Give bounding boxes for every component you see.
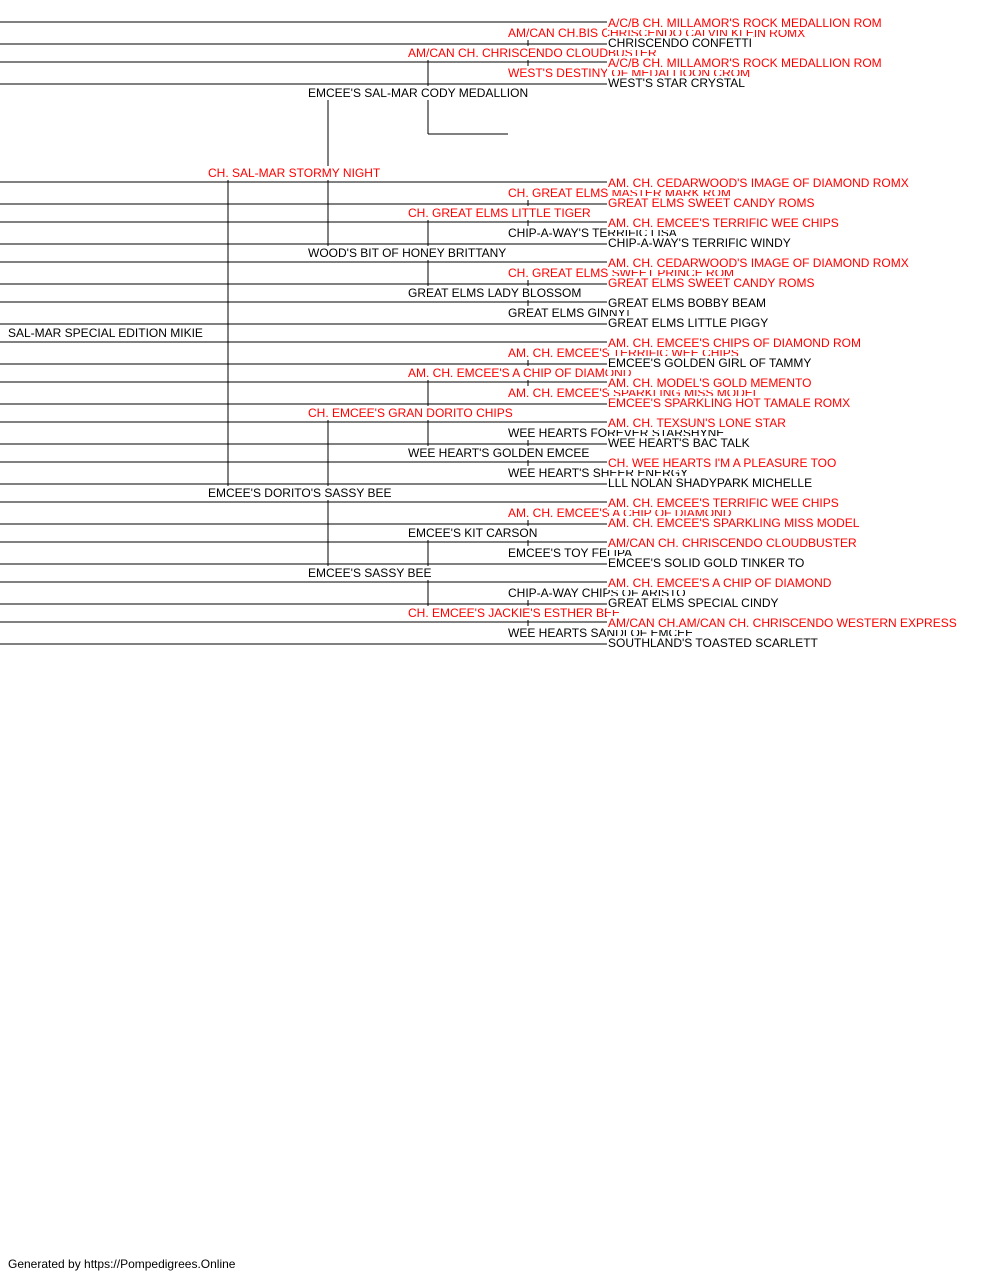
name-backing	[607, 496, 840, 510]
ancestor-name: SOUTHLAND'S TOASTED SCARLETT	[608, 636, 819, 650]
ancestor-name: AM. CH. EMCEE'S TERRIFIC WEE CHIPS	[608, 216, 839, 230]
ancestor-name: CH. EMCEE'S JACKIE'S ESTHER BEE	[408, 606, 620, 620]
name-backing	[607, 416, 788, 430]
name-backing	[607, 576, 833, 590]
name-backing	[607, 16, 883, 30]
name-backing	[407, 206, 593, 220]
ancestor-name: AM. CH. EMCEE'S A CHIP OF DIAMOND	[408, 366, 632, 380]
name-backing	[607, 36, 753, 50]
ancestor-name: WOOD'S BIT OF HONEY BRITTANY	[308, 246, 506, 260]
name-backing	[307, 86, 530, 100]
ancestor-names: SAL-MAR SPECIAL EDITION MIKIE CH. SAL-MAR…	[7, 16, 958, 650]
name-backing	[607, 176, 910, 190]
name-backing	[507, 546, 634, 560]
name-backing	[607, 516, 861, 530]
subject-dog-name: SAL-MAR SPECIAL EDITION MIKIE	[8, 326, 203, 340]
name-backing	[607, 456, 838, 470]
name-backing	[607, 256, 910, 270]
name-backing	[607, 276, 816, 290]
name-backing	[407, 446, 591, 460]
name-backing	[607, 636, 820, 650]
name-backing	[407, 286, 583, 300]
ancestor-name: CH. GREAT ELMS LITTLE TIGER	[408, 206, 591, 220]
name-backing	[7, 326, 204, 340]
ancestor-name: AM/CAN CH. CHRISCENDO CLOUDBUSTER	[608, 536, 857, 550]
name-backing	[507, 306, 627, 320]
ancestor-name: CH. SAL-MAR STORMY NIGHT	[208, 166, 381, 180]
ancestor-name: WEST'S STAR CRYSTAL	[608, 76, 745, 90]
ancestor-name: EMCEE'S SOLID GOLD TINKER TO	[608, 556, 804, 570]
ancestor-name: AM. CH. EMCEE'S A CHIP OF DIAMOND	[608, 576, 832, 590]
ancestor-name: GREAT ELMS SPECIAL CINDY	[608, 596, 779, 610]
name-backing	[607, 476, 814, 490]
ancestor-name: AM. CH. CEDARWOOD'S IMAGE OF DIAMOND ROM…	[608, 256, 909, 270]
ancestor-name: GREAT ELMS LITTLE PIGGY	[608, 316, 768, 330]
ancestor-name: EMCEE'S GOLDEN GIRL OF TAMMY	[608, 356, 811, 370]
name-backing	[407, 46, 659, 60]
ancestor-name: GREAT ELMS SWEET CANDY ROMS	[608, 276, 814, 290]
ancestor-name: AM. CH. EMCEE'S TERRIFIC WEE CHIPS	[608, 496, 839, 510]
name-backing	[207, 166, 382, 180]
ancestor-name: LLL NOLAN SHADYPARK MICHELLE	[608, 476, 812, 490]
name-backing	[307, 246, 508, 260]
name-backing	[207, 486, 393, 500]
ancestor-name: AM. CH. EMCEE'S CHIPS OF DIAMOND ROM	[608, 336, 861, 350]
ancestor-name: AM. CH. TEXSUN'S LONE STAR	[608, 416, 786, 430]
ancestor-name: CHRISCENDO CONFETTI	[608, 36, 752, 50]
ancestor-name: CHIP-A-WAY'S TERRIFIC WINDY	[608, 236, 791, 250]
ancestor-name: AM. CH. MODEL'S GOLD MEMENTO	[608, 376, 811, 390]
name-backing	[407, 366, 633, 380]
name-backing	[607, 196, 816, 210]
name-backing	[607, 596, 780, 610]
name-backing	[607, 56, 883, 70]
ancestor-name: CH. EMCEE'S GRAN DORITO CHIPS	[308, 406, 513, 420]
ancestor-name: CH. WEE HEARTS I'M A PLEASURE TOO	[608, 456, 836, 470]
name-backing	[607, 316, 770, 330]
ancestor-name: EMCEE'S SAL-MAR CODY MEDALLION	[308, 86, 528, 100]
name-backing	[407, 526, 539, 540]
ancestor-name: EMCEE'S DORITO'S SASSY BEE	[208, 486, 392, 500]
ancestor-name: WEE HEART'S BAC TALK	[608, 436, 750, 450]
name-backing	[607, 296, 768, 310]
ancestor-name: A/C/B CH. MILLAMOR'S ROCK MEDALLION ROM	[608, 56, 882, 70]
ancestor-name: AM. CH. CEDARWOOD'S IMAGE OF DIAMOND ROM…	[608, 176, 909, 190]
name-backing	[607, 536, 859, 550]
name-backing	[607, 556, 806, 570]
name-backing	[407, 606, 621, 620]
ancestor-name: AM/CAN CH. CHRISCENDO CLOUDBUSTER	[408, 46, 657, 60]
name-backing	[607, 436, 751, 450]
ancestor-name: GREAT ELMS GINNY	[508, 306, 626, 320]
ancestor-name: WEE HEART'S GOLDEN EMCEE	[408, 446, 589, 460]
ancestor-name: AM. CH. EMCEE'S SPARKLING MISS MODEL	[608, 516, 860, 530]
name-backing	[307, 566, 433, 580]
name-backing	[307, 406, 514, 420]
name-backing	[607, 616, 958, 630]
name-backing	[607, 336, 862, 350]
name-backing	[607, 376, 813, 390]
generated-by-footer: Generated by https://Pompedigrees.Online	[8, 1257, 236, 1271]
name-backing	[607, 356, 813, 370]
name-backing	[607, 396, 852, 410]
ancestor-name: EMCEE'S KIT CARSON	[408, 526, 537, 540]
ancestor-name: EMCEE'S SPARKLING HOT TAMALE ROMX	[608, 396, 850, 410]
ancestor-name: GREAT ELMS SWEET CANDY ROMS	[608, 196, 814, 210]
ancestor-name: EMCEE'S TOY FELIPA	[508, 546, 632, 560]
ancestor-name: A/C/B CH. MILLAMOR'S ROCK MEDALLION ROM	[608, 16, 882, 30]
ancestor-name: GREAT ELMS BOBBY BEAM	[608, 296, 766, 310]
ancestor-name: EMCEE'S SASSY BEE	[308, 566, 431, 580]
name-backing	[607, 236, 792, 250]
ancestor-name: AM/CAN CH.AM/CAN CH. CHRISCENDO WESTERN …	[608, 616, 957, 630]
name-backing	[607, 216, 840, 230]
name-backing	[607, 76, 747, 90]
ancestor-name: GREAT ELMS LADY BLOSSOM	[408, 286, 581, 300]
